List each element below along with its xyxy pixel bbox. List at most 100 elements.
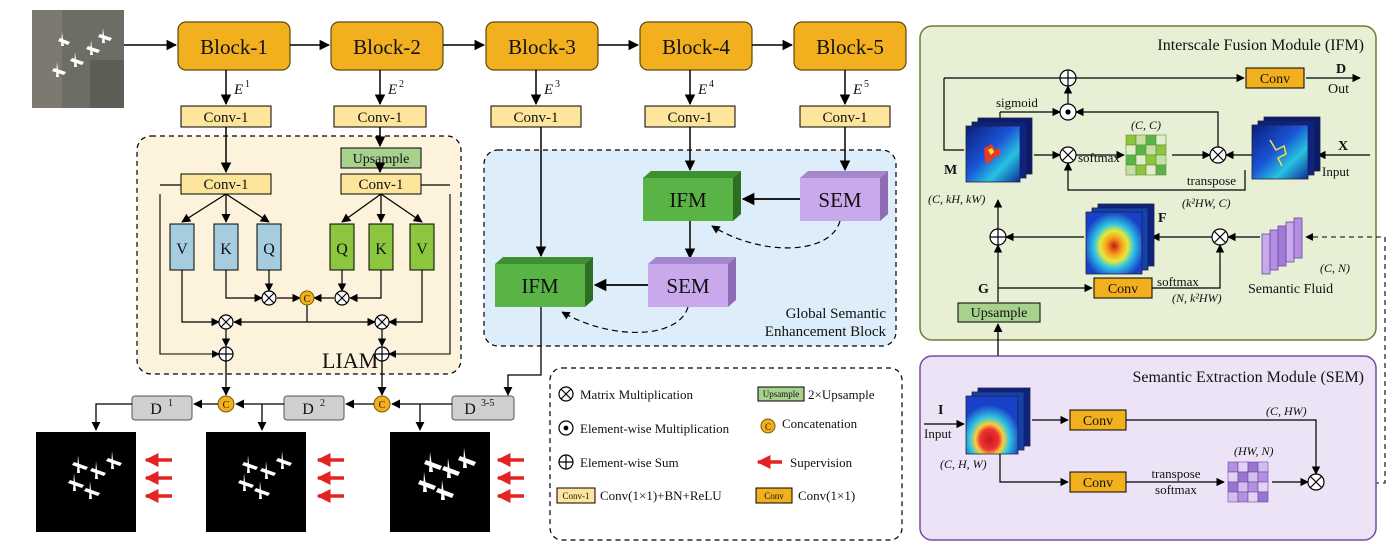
ifm-softmax: softmax: [1078, 150, 1120, 165]
d1-label: D: [150, 401, 162, 418]
legend-items: [558, 386, 574, 470]
upsample-label: Upsample: [353, 152, 410, 167]
legend-conv1-tag: Conv-1: [563, 491, 590, 501]
e4-label: E: [697, 82, 707, 98]
ifm-out-label: Out: [1328, 82, 1349, 97]
block-4-label: Block-4: [662, 35, 730, 59]
ifm-x-label: X: [1338, 139, 1348, 154]
conv1-2-label: Conv-1: [358, 110, 403, 126]
sem-module-title: Semantic Extraction Module (SEM): [1132, 369, 1364, 386]
output-mask-3: [390, 432, 490, 532]
liam-v-right: V: [416, 241, 428, 258]
encoder-features: E 1 E 2 E 3 E 4 E 5: [220, 70, 869, 106]
x-feature-map: [1251, 116, 1321, 180]
legend-conv-tag: Conv: [764, 491, 784, 501]
d35-sup: 3-5: [481, 398, 494, 409]
conv1-1-label: Conv-1: [204, 110, 249, 126]
sem-chw: (C, H, W): [940, 457, 987, 471]
liam-left-qkv: V K Q: [169, 223, 282, 271]
ifm-cn: (C, N): [1320, 261, 1350, 275]
liam-title: LIAM: [322, 348, 378, 373]
ifm-softmax2: softmax: [1157, 274, 1199, 289]
legend-upsample-desc: 2×Upsample: [808, 387, 875, 402]
legend-conv-desc: Conv(1×1): [798, 488, 855, 503]
input-aerial-image: [32, 10, 124, 108]
e4-sup: 4: [709, 79, 714, 90]
concat-icon: [299, 290, 315, 306]
ifm-cc: (C, C): [1131, 118, 1161, 132]
ifm-g-label: G: [978, 282, 989, 297]
sem-conv-2: Conv: [1083, 476, 1113, 491]
gseb-ifm-lower: IFM: [495, 257, 593, 307]
block-3-label: Block-3: [508, 35, 576, 59]
sem-input-label: Input: [924, 426, 952, 441]
ifm-upper-label: IFM: [669, 188, 707, 212]
d35-label: D: [464, 401, 476, 418]
gseb-ifm-upper: IFM: [643, 171, 741, 221]
ifm-semantic-fluid: Semantic Fluid: [1248, 282, 1333, 297]
sem-hw-n: (HW, N): [1234, 444, 1274, 458]
conv1-row: Conv-1 Conv-1 Conv-1 Conv-1 Conv-1: [180, 105, 891, 128]
d1-sup: 1: [168, 398, 173, 409]
ifm-lower-label: IFM: [521, 274, 559, 298]
legend-conv1-desc: Conv(1×1)+BN+ReLU: [600, 488, 722, 503]
i-feature-map: [965, 387, 1031, 455]
liam-q-left: Q: [263, 241, 275, 258]
ifm-m-dims: (C, kH, kW): [928, 192, 985, 206]
e2-sup: 2: [399, 79, 404, 90]
legend: [549, 367, 903, 541]
ifm-n-k2hw: (N, k²HW): [1172, 291, 1222, 305]
d2-sup: 2: [320, 398, 325, 409]
liam-conv1-right: Conv-1: [359, 177, 404, 193]
block-5-label: Block-5: [816, 35, 884, 59]
e3-sup: 3: [555, 79, 560, 90]
gseb-title-1: Global Semantic: [786, 306, 887, 322]
sem-upper-label: SEM: [818, 188, 862, 212]
legend-concat-symbol: C: [765, 422, 771, 432]
m-feature-map: [965, 117, 1033, 183]
supervision-arrows: [144, 453, 524, 503]
ifm-upsample: Upsample: [971, 306, 1028, 321]
semantic-fluid: [1261, 217, 1303, 275]
ifm-module-title: Interscale Fusion Module (IFM): [1157, 37, 1364, 54]
d2-label: D: [302, 401, 314, 418]
legend-concat: Concatenation: [782, 416, 858, 431]
sem-softmax: softmax: [1155, 482, 1197, 497]
block-1-label: Block-1: [200, 35, 268, 59]
liam-operators: [218, 290, 390, 362]
sem-lower-label: SEM: [666, 274, 710, 298]
legend-supervision: Supervision: [790, 455, 853, 470]
concat-symbol: C: [304, 294, 311, 305]
liam-q-right: Q: [336, 241, 348, 258]
backbone: Block-1 Block-2 Block-3 Block-4 Block-5: [177, 21, 907, 71]
block-2-label: Block-2: [353, 35, 421, 59]
legend-elemsum: Element-wise Sum: [580, 455, 679, 470]
legend-upsample-tag: Upsample: [763, 389, 800, 399]
concat-d2: C: [379, 400, 386, 411]
liam-k-left: K: [220, 241, 232, 258]
legend-elemmul: Element-wise Multiplication: [580, 421, 730, 436]
concat-d1: C: [223, 400, 230, 411]
e3-label: E: [543, 82, 553, 98]
f-feature-map: [1085, 203, 1155, 275]
conv1-3-label: Conv-1: [514, 110, 559, 126]
e5-sup: 5: [864, 79, 869, 90]
ifm-f-label: F: [1158, 211, 1167, 226]
gseb-title-2: Enhancement Block: [765, 324, 887, 340]
sem-i-label: I: [938, 403, 943, 418]
sem-transpose: transpose: [1151, 466, 1200, 481]
legend-matmul: Matrix Multiplication: [580, 387, 694, 402]
gseb-sem-upper: SEM: [800, 171, 888, 221]
conv1-5-label: Conv-1: [823, 110, 868, 126]
output-mask-1: [36, 432, 136, 532]
concat-icon: [760, 418, 776, 434]
sem-conv-1: Conv: [1083, 414, 1113, 429]
liam-k-right: K: [375, 241, 387, 258]
conv1-4-label: Conv-1: [668, 110, 713, 126]
cc-matrix: [1125, 134, 1167, 176]
hwn-matrix: [1227, 461, 1269, 503]
output-mask-2: [206, 432, 306, 532]
liam-right-qkv: Q K V: [329, 223, 435, 271]
ifm-input-label: Input: [1322, 164, 1350, 179]
